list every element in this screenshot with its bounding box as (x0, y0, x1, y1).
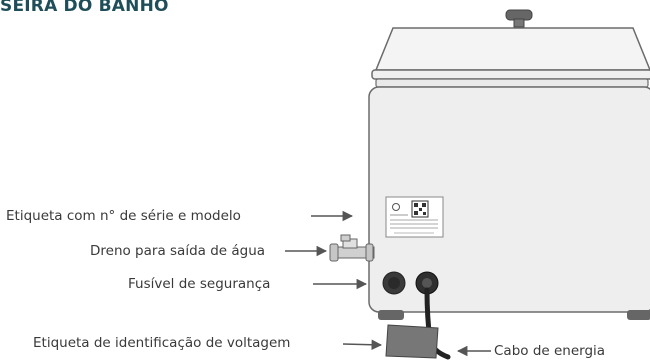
voltage-label-arrow (342, 339, 383, 350)
bath-body (368, 86, 650, 313)
lid-knob (505, 9, 533, 28)
left-foot (378, 310, 404, 320)
lid (371, 27, 650, 88)
voltage-label-text: Etiqueta de identificação de voltagem (33, 335, 291, 351)
serial-sticker (385, 196, 444, 238)
cable-grommet-center (422, 278, 432, 288)
power-cable-label-text: Cabo de energia (494, 343, 606, 359)
drain-valve (329, 234, 375, 262)
page-title: SEIRA DO BANHO (0, 0, 169, 16)
serial-label-text: Etiqueta com n° de série e modelo (6, 208, 241, 224)
voltage-tag (385, 324, 439, 359)
fuse-label-text: Fusível de segurança (128, 276, 271, 292)
right-foot (627, 310, 650, 320)
fuse-cap (388, 277, 400, 289)
drain-label-text: Dreno para saída de água (90, 243, 266, 259)
